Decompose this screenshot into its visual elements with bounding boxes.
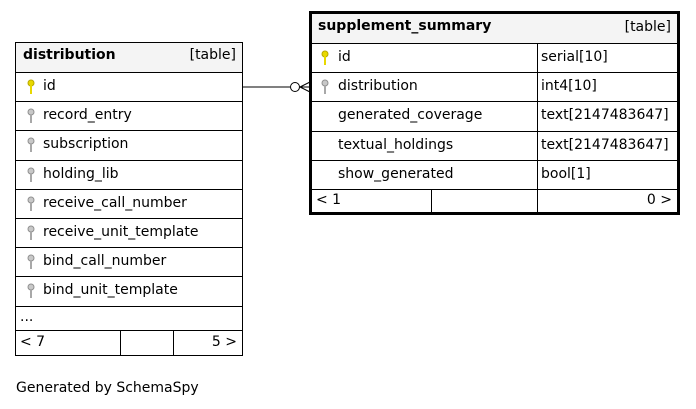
generated-by-label: Generated by SchemaSpy [16,380,199,396]
column-type: text[2147483647] [541,107,669,123]
column-divider [537,73,538,101]
foreign-key-icon [26,254,36,270]
distribution-table[interactable]: distribution [table] id record_entry sub… [15,42,243,356]
footer-divider [120,331,121,355]
foreign-key-icon [26,283,36,299]
column-row[interactable]: id [16,73,242,102]
column-name: bind_call_number [43,253,167,269]
foreign-key-icon [26,225,36,241]
crowfoot-upper [299,81,311,88]
column-name: receive_call_number [43,195,187,211]
column-type: serial[10] [541,49,608,65]
more-columns-ellipsis: ... [20,309,34,325]
crowfoot-lower [299,86,311,93]
footer-divider [537,190,538,212]
children-count[interactable]: 0 > [646,192,672,208]
column-row[interactable]: show_generated bool[1] [312,161,677,190]
column-name: distribution [338,78,418,94]
optional-circle [290,82,300,92]
column-row[interactable]: holding_lib [16,161,242,190]
column-row[interactable]: generated_coverage text[2147483647] [312,102,677,132]
column-row[interactable]: distribution int4[10] [312,73,677,102]
column-row[interactable]: bind_unit_template [16,277,242,307]
table-name: supplement_summary [318,18,492,34]
column-name: bind_unit_template [43,282,178,298]
foreign-key-icon [26,196,36,212]
foreign-key-icon [320,79,330,95]
column-row[interactable]: record_entry [16,102,242,131]
parents-count[interactable]: < 1 [316,192,342,208]
column-name: receive_unit_template [43,224,199,240]
column-name: id [338,49,351,65]
column-type: int4[10] [541,78,597,94]
more-columns-row[interactable]: ... [16,307,242,331]
footer-divider [173,331,174,355]
column-name: record_entry [43,107,132,123]
column-row[interactable]: subscription [16,131,242,161]
column-row[interactable]: bind_call_number [16,248,242,277]
column-divider [537,132,538,160]
foreign-key-icon [26,108,36,124]
column-name: show_generated [338,166,454,182]
primary-key-icon [26,79,36,95]
column-divider [537,102,538,131]
column-name: id [43,78,56,94]
foreign-key-icon [26,167,36,183]
table-footer: < 7 5 > [16,331,242,355]
table-tag: [table] [189,47,236,63]
column-divider [537,44,538,72]
column-divider [537,161,538,189]
children-count[interactable]: 5 > [211,334,237,350]
table-footer: < 1 0 > [312,190,677,212]
foreign-key-icon [26,137,36,153]
column-row[interactable]: receive_unit_template [16,219,242,248]
column-name: subscription [43,136,129,152]
table-tag: [table] [624,19,671,35]
parents-count[interactable]: < 7 [20,334,46,350]
table-name: distribution [23,47,116,63]
column-name: generated_coverage [338,107,483,123]
supplement-summary-table[interactable]: supplement_summary [table] id serial[10]… [309,11,680,215]
column-row[interactable]: textual_holdings text[2147483647] [312,132,677,161]
column-type: bool[1] [541,166,591,182]
column-name: holding_lib [43,166,119,182]
footer-divider [431,190,432,212]
primary-key-icon [320,50,330,66]
column-name: textual_holdings [338,137,454,153]
column-row[interactable]: receive_call_number [16,190,242,219]
column-type: text[2147483647] [541,137,669,153]
table-header[interactable]: supplement_summary [table] [312,14,677,44]
table-header[interactable]: distribution [table] [16,43,242,73]
column-row[interactable]: id serial[10] [312,44,677,73]
